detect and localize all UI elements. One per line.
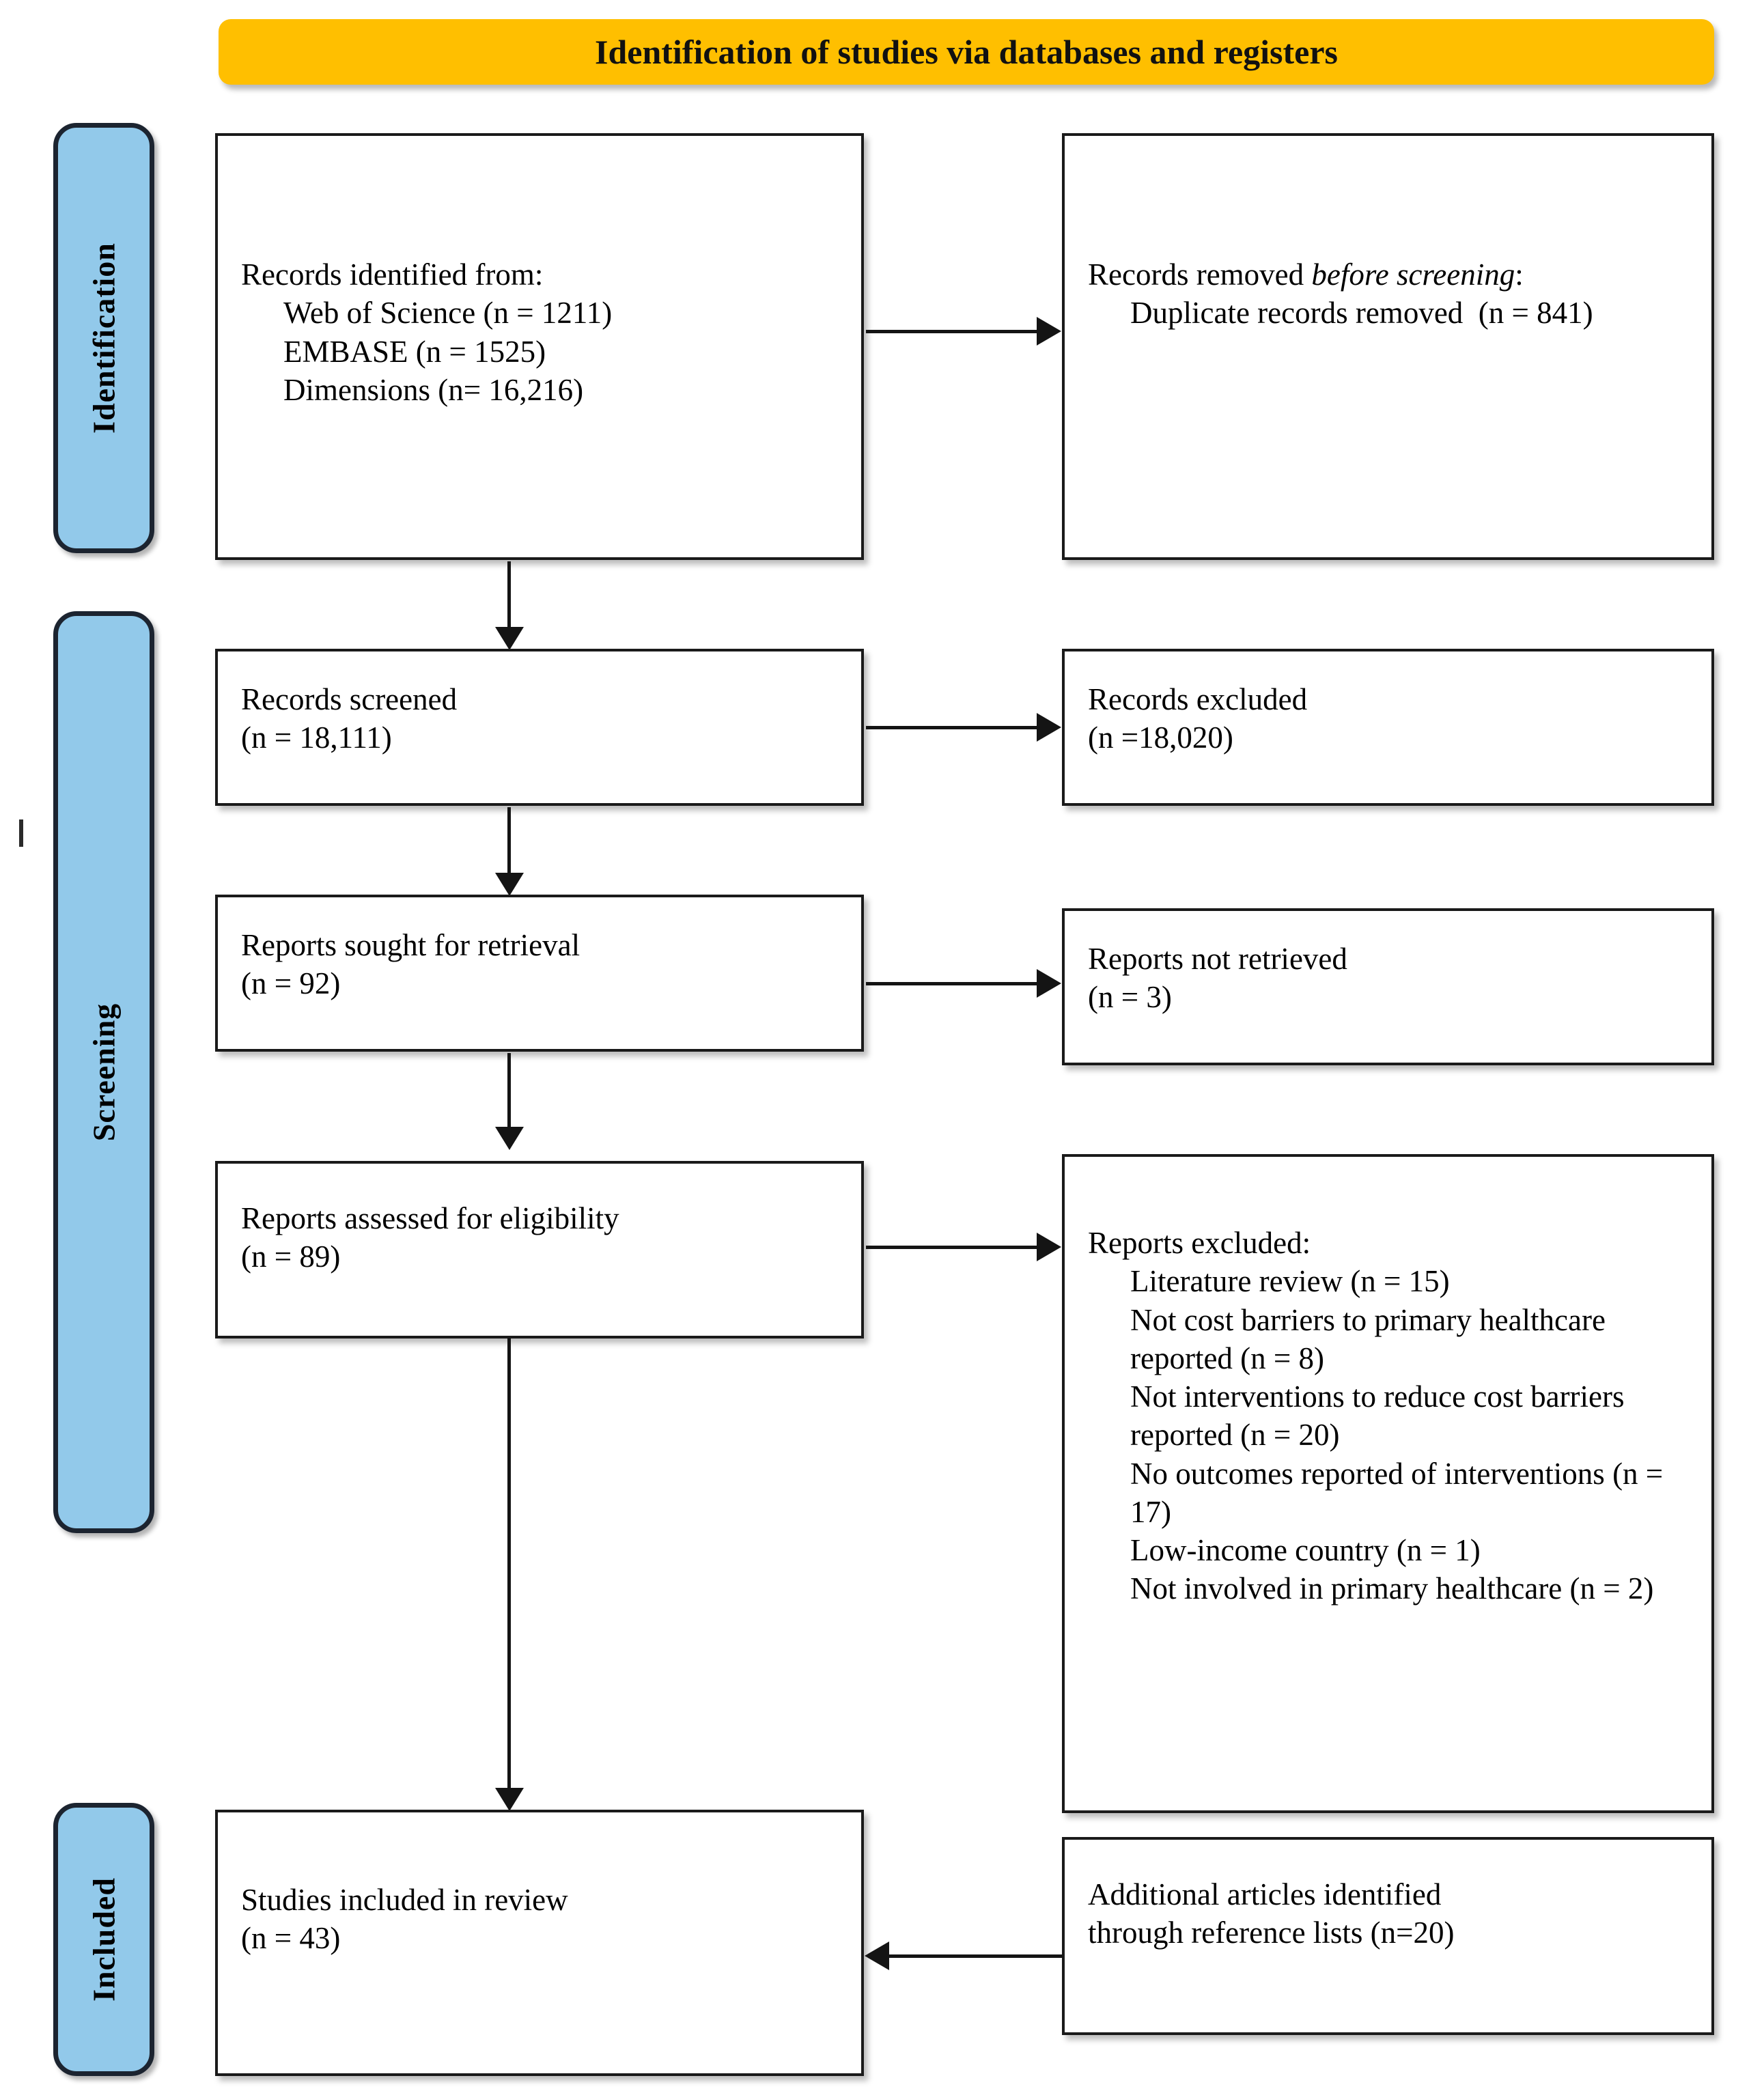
reports-excluded-item: Not interventions to reduce cost barrier…	[1130, 1379, 1632, 1453]
box-studies-included: Studies included in review (n = 43)	[215, 1810, 864, 2076]
studies-included-line2: (n = 43)	[241, 1921, 341, 1956]
stage-label-identification: Identification	[86, 242, 122, 434]
box-records-excluded: Records excluded (n =18,020)	[1062, 649, 1714, 806]
box-reports-sought-text: Reports sought for retrieval (n = 92)	[241, 926, 848, 1003]
records-identified-item: Dimensions (n= 16,216)	[283, 372, 584, 407]
records-identified-item: EMBASE (n = 1525)	[283, 334, 546, 369]
records-identified-heading: Records identified from:	[241, 257, 544, 292]
box-reports-sought: Reports sought for retrieval (n = 92)	[215, 895, 864, 1052]
box-records-excluded-text: Records excluded (n =18,020)	[1088, 680, 1698, 757]
connector-identified-to-removed	[866, 330, 1038, 333]
box-additional-articles: Additional articles identified through r…	[1062, 1837, 1714, 2035]
arrowhead-sought-to-assessed	[495, 1127, 524, 1150]
box-records-identified: Records identified from: Web of Science …	[215, 133, 864, 560]
reports-sought-line2: (n = 92)	[241, 966, 341, 1001]
stray-tick-mark	[19, 819, 23, 847]
box-reports-assessed: Reports assessed for eligibility (n = 89…	[215, 1161, 864, 1338]
box-records-removed: Records removed before screening: Duplic…	[1062, 133, 1714, 560]
arrowhead-screened-to-excluded	[1037, 713, 1061, 742]
reports-not-retrieved-line1: Reports not retrieved	[1088, 942, 1347, 976]
box-records-identified-text: Records identified from: Web of Science …	[241, 255, 848, 409]
box-reports-not-retrieved: Reports not retrieved (n = 3)	[1062, 908, 1714, 1065]
records-excluded-line1: Records excluded	[1088, 682, 1308, 716]
box-reports-excluded: Reports excluded: Literature review (n =…	[1062, 1154, 1714, 1813]
stage-label-included: Included	[86, 1877, 122, 2002]
box-reports-assessed-text: Reports assessed for eligibility (n = 89…	[241, 1199, 848, 1276]
arrowhead-assessed-to-included	[495, 1788, 524, 1811]
connector-identified-to-screened	[507, 561, 511, 636]
additional-articles-line1: Additional articles identified	[1088, 1877, 1442, 1911]
connector-assessed-to-included	[507, 1338, 511, 1797]
box-studies-included-text: Studies included in review (n = 43)	[241, 1881, 848, 1958]
banner-title: Identification of studies via databases …	[594, 32, 1338, 71]
connector-sought-to-assessed	[507, 1053, 511, 1135]
arrowhead-sought-to-not-retrieved	[1037, 969, 1061, 998]
reports-excluded-item: Not cost barriers to primary healthcare …	[1130, 1302, 1614, 1375]
records-removed-item: Duplicate records removed (n = 841)	[1130, 296, 1593, 331]
studies-included-line1: Studies included in review	[241, 1883, 568, 1917]
arrowhead-identified-to-screened	[495, 627, 524, 650]
arrowhead-additional-to-included	[865, 1941, 889, 1970]
arrowhead-identified-to-removed	[1037, 317, 1061, 346]
records-excluded-line2: (n =18,020)	[1088, 720, 1233, 755]
connector-assessed-to-excluded	[866, 1246, 1038, 1249]
reports-excluded-item: Low-income country (n = 1)	[1130, 1533, 1481, 1567]
box-records-removed-text: Records removed before screening: Duplic…	[1088, 255, 1698, 333]
connector-sought-to-not-retrieved	[866, 982, 1038, 985]
box-reports-excluded-text: Reports excluded: Literature review (n =…	[1088, 1224, 1698, 1608]
arrowhead-assessed-to-excluded	[1037, 1233, 1061, 1261]
reports-excluded-item: Not involved in primary healthcare (n = …	[1130, 1571, 1654, 1606]
records-removed-heading-italic: before screening	[1311, 257, 1515, 292]
additional-articles-line2: through reference lists (n=20)	[1088, 1916, 1455, 1950]
records-screened-line2: (n = 18,111)	[241, 720, 392, 755]
records-removed-heading-tail: :	[1515, 257, 1524, 292]
connector-screened-to-excluded	[866, 726, 1038, 729]
box-records-screened: Records screened (n = 18,111)	[215, 649, 864, 806]
stage-pill-included: Included	[53, 1803, 154, 2076]
records-identified-item: Web of Science (n = 1211)	[283, 296, 613, 331]
records-screened-line1: Records screened	[241, 682, 458, 716]
arrowhead-screened-to-sought	[495, 873, 524, 896]
stage-label-screening: Screening	[86, 1003, 122, 1142]
connector-additional-to-included	[888, 1954, 1063, 1958]
box-additional-articles-text: Additional articles identified through r…	[1088, 1875, 1698, 1952]
reports-excluded-item: No outcomes reported of interventions (n…	[1130, 1456, 1671, 1529]
reports-assessed-line1: Reports assessed for eligibility	[241, 1201, 619, 1235]
reports-assessed-line2: (n = 89)	[241, 1239, 341, 1274]
reports-excluded-item: Literature review (n = 15)	[1130, 1264, 1450, 1299]
records-removed-heading-plain: Records removed	[1088, 257, 1312, 292]
box-reports-not-retrieved-text: Reports not retrieved (n = 3)	[1088, 940, 1698, 1017]
reports-sought-line1: Reports sought for retrieval	[241, 928, 580, 962]
diagram-banner: Identification of studies via databases …	[219, 19, 1714, 85]
stage-pill-identification: Identification	[53, 123, 154, 553]
connector-screened-to-sought	[507, 807, 511, 882]
stage-pill-screening: Screening	[53, 611, 154, 1533]
reports-excluded-heading: Reports excluded:	[1088, 1226, 1311, 1260]
box-records-screened-text: Records screened (n = 18,111)	[241, 680, 848, 757]
records-removed-heading: Records removed before screening:	[1088, 255, 1698, 294]
reports-not-retrieved-line2: (n = 3)	[1088, 980, 1172, 1015]
